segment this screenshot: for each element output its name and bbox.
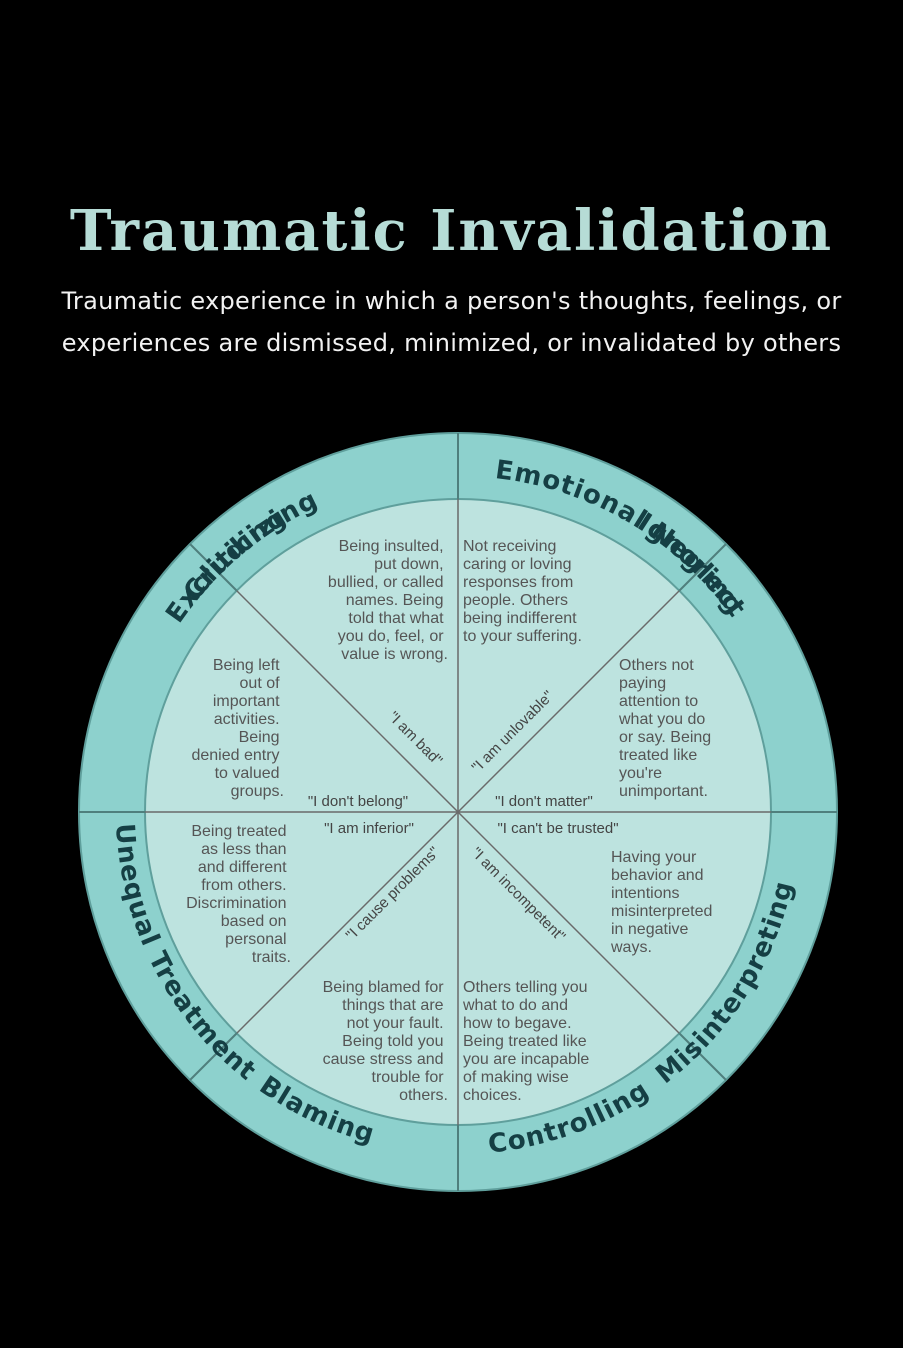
- description-criticizing: Being insulted, put down, bullied, or ca…: [328, 538, 448, 663]
- subtitle-line-2: experiences are dismissed, minimized, or…: [61, 329, 842, 357]
- description-blaming: Being blamed for things that are not you…: [323, 979, 448, 1104]
- description-excluding: Being left out of important activities. …: [191, 657, 284, 800]
- belief-i-dont-matter: "I don't matter": [495, 793, 593, 810]
- belief-i-am-inferior: "I am inferior": [324, 820, 414, 837]
- belief-i-dont-belong: "I don't belong": [308, 793, 408, 810]
- subtitle-line-1: Traumatic experience in which a person's…: [61, 287, 842, 315]
- page-title: Traumatic Invalidation: [69, 198, 834, 264]
- description-controlling: Others telling you what to do and how to…: [462, 979, 594, 1104]
- description-unequal-treatment: Being treated as less than and different…: [186, 823, 291, 966]
- description-ignoring: Others not paying attention to what you …: [618, 657, 716, 800]
- description-emotional-neglect: Not receiving caring or loving responses…: [463, 538, 582, 645]
- ring-dividers: [79, 433, 837, 1191]
- description-misinterpreting: Having your behavior and intentions misi…: [610, 849, 717, 956]
- belief-i-cant-be-trusted: "I can't be trusted": [497, 820, 618, 837]
- inner-dividers: [145, 499, 771, 1125]
